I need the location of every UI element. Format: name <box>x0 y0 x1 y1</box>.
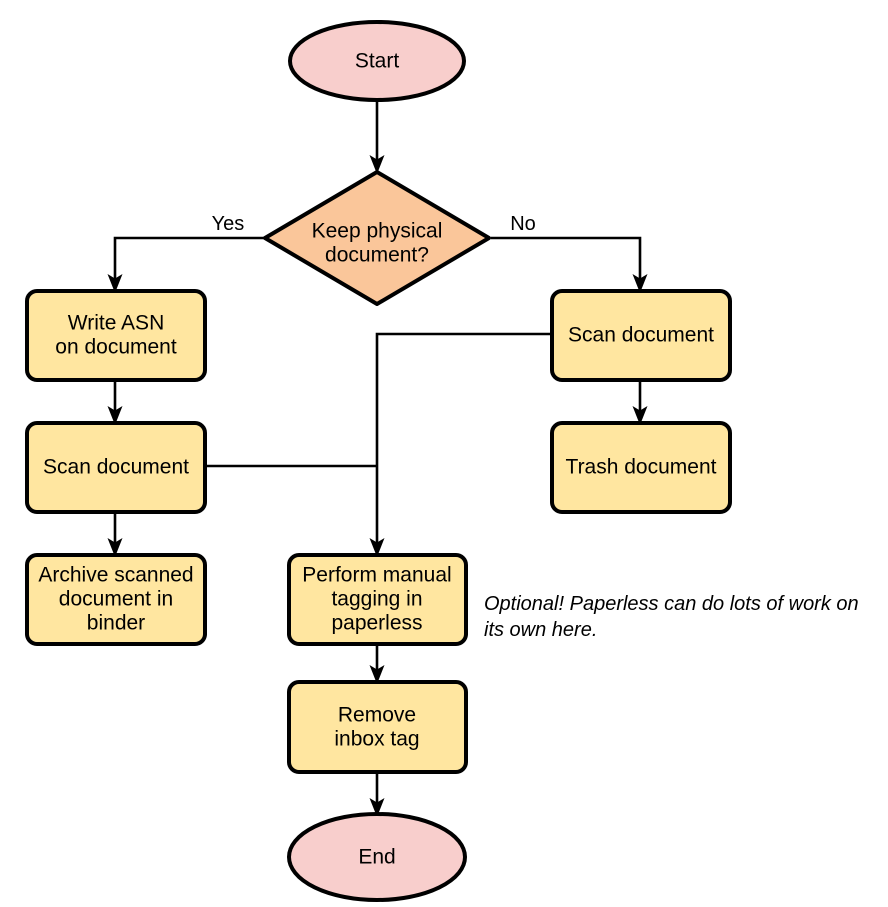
edge-write-asn-to-scan-left <box>107 380 123 425</box>
decision-diamond-shape <box>263 170 491 306</box>
node-archive-scanned-document[interactable]: Archive scanned document in binder <box>25 553 207 646</box>
decision-label-line1: Keep physical <box>312 220 443 243</box>
node-scan-document-left[interactable]: Scan document <box>25 421 207 514</box>
scan-left-label: Scan document <box>43 456 189 479</box>
edge-scan-right-to-trash <box>632 380 648 425</box>
node-write-asn[interactable]: Write ASN on document <box>25 289 207 382</box>
archive-label-line1: Archive scanned <box>38 564 193 587</box>
trash-box-shape <box>550 421 732 514</box>
optional-note-line1: Optional! Paperless can do lots of work … <box>484 593 859 615</box>
end-label: End <box>358 846 395 869</box>
node-decision-keep-physical-document[interactable]: Keep physical document? <box>263 170 491 306</box>
node-remove-inbox-tag[interactable]: Remove inbox tag <box>287 680 468 774</box>
end-ellipse-shape <box>287 812 467 902</box>
node-end[interactable]: End <box>287 812 467 902</box>
write-asn-label-line2: on document <box>55 336 177 359</box>
edge-label-yes: Yes <box>212 213 245 235</box>
node-perform-manual-tagging[interactable]: Perform manual tagging in paperless <box>287 553 468 646</box>
edge-decision-no-to-scan-right <box>491 236 648 293</box>
node-start[interactable]: Start <box>288 20 466 102</box>
archive-box-shape <box>25 553 207 646</box>
optional-note: Optional! Paperless can do lots of work … <box>484 593 859 641</box>
scan-right-label: Scan document <box>568 324 714 347</box>
start-ellipse-shape <box>288 20 466 102</box>
edge-scan-left-to-archive <box>107 512 123 557</box>
tagging-label-line1: Perform manual <box>302 564 451 587</box>
edge-label-no: No <box>510 213 536 235</box>
edge-scan-right-to-tagging <box>369 332 552 557</box>
tagging-box-shape <box>287 553 468 646</box>
edge-remove-tag-to-end <box>369 772 385 817</box>
remove-tag-label-line1: Remove <box>338 704 416 727</box>
scan-right-box-shape <box>550 289 732 382</box>
node-trash-document[interactable]: Trash document <box>550 421 732 514</box>
edge-start-to-decision <box>369 101 385 174</box>
node-scan-document-right[interactable]: Scan document <box>550 289 732 382</box>
archive-label-line2: document in <box>59 588 173 611</box>
remove-tag-box-shape <box>287 680 468 774</box>
archive-label-line3: binder <box>87 612 145 635</box>
optional-note-line2: its own here. <box>484 619 597 641</box>
edge-decision-yes-to-write-asn <box>107 236 264 293</box>
start-label: Start <box>355 50 400 73</box>
decision-label-line2: document? <box>325 244 429 267</box>
edge-tagging-to-remove-tag <box>369 644 385 684</box>
write-asn-label-line1: Write ASN <box>68 312 164 335</box>
trash-label: Trash document <box>566 456 717 479</box>
edges-layer <box>107 101 648 817</box>
remove-tag-label-line2: inbox tag <box>334 728 419 751</box>
scan-left-box-shape <box>25 421 207 514</box>
tagging-label-line2: tagging in <box>331 588 422 611</box>
write-asn-box-shape <box>25 289 207 382</box>
tagging-label-line3: paperless <box>331 612 422 635</box>
